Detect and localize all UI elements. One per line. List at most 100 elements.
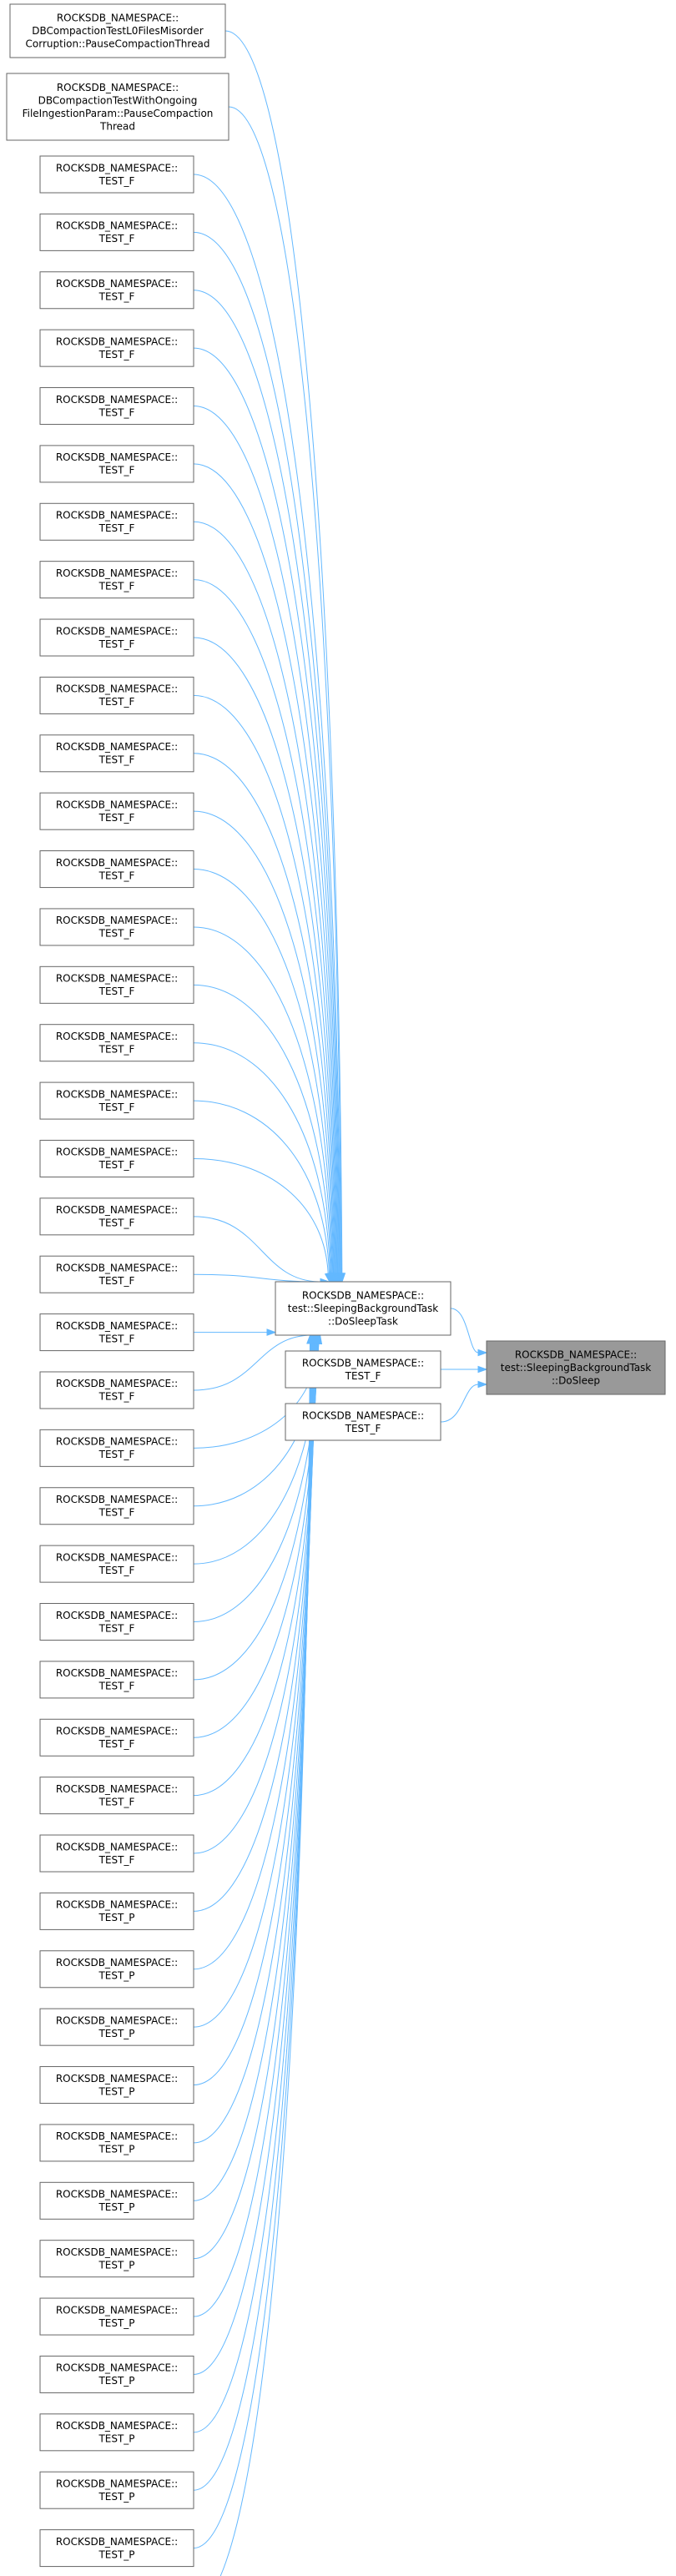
node-label-line: ROCKSDB_NAMESPACE:: <box>56 1667 178 1679</box>
function-node-l21[interactable]: ROCKSDB_NAMESPACE::TEST_F <box>39 1255 194 1293</box>
function-node-l0[interactable]: ROCKSDB_NAMESPACE::DBCompactionTestL0Fil… <box>9 3 226 58</box>
function-node-l20[interactable]: ROCKSDB_NAMESPACE::TEST_F <box>39 1197 194 1236</box>
function-node-l26[interactable]: ROCKSDB_NAMESPACE::TEST_F <box>39 1545 194 1583</box>
function-node-l24[interactable]: ROCKSDB_NAMESPACE::TEST_F <box>39 1429 194 1467</box>
node-box <box>285 1350 441 1389</box>
function-node-l15[interactable]: ROCKSDB_NAMESPACE::TEST_F <box>39 908 194 946</box>
node-label-line: ROCKSDB_NAMESPACE:: <box>56 625 178 637</box>
node-label-line: ROCKSDB_NAMESPACE:: <box>56 1841 178 1853</box>
edge-path <box>193 810 334 1274</box>
function-node-l9[interactable]: ROCKSDB_NAMESPACE::TEST_F <box>39 561 194 599</box>
function-node-l16[interactable]: ROCKSDB_NAMESPACE::TEST_F <box>39 965 194 1004</box>
function-node-l5[interactable]: ROCKSDB_NAMESPACE::TEST_F <box>39 329 194 367</box>
function-node-l11[interactable]: ROCKSDB_NAMESPACE::TEST_F <box>39 676 194 714</box>
function-node-l34[interactable]: ROCKSDB_NAMESPACE::TEST_P <box>39 2008 194 2046</box>
node-box <box>39 1429 194 1467</box>
function-node-l4[interactable]: ROCKSDB_NAMESPACE::TEST_F <box>39 271 194 310</box>
function-node-l39[interactable]: ROCKSDB_NAMESPACE::TEST_P <box>39 2297 194 2336</box>
edge-l3-to-dosleeptask <box>193 231 344 1283</box>
function-node-dosleeptask[interactable]: ROCKSDB_NAMESPACE::test::SleepingBackgro… <box>275 1281 452 1336</box>
node-box <box>39 1081 194 1120</box>
node-label-line: TEST_F <box>98 522 135 534</box>
node-box <box>39 676 194 714</box>
node-label-line: TEST_F <box>345 1423 381 1434</box>
node-label-line: ROCKSDB_NAMESPACE:: <box>56 2304 178 2316</box>
node-label-line: ROCKSDB_NAMESPACE:: <box>56 973 178 985</box>
node-label-line: TEST_P <box>98 2491 134 2503</box>
node-label-line: ROCKSDB_NAMESPACE:: <box>56 915 178 926</box>
node-box <box>39 1718 194 1757</box>
node-box <box>39 965 194 1004</box>
focus-function-node[interactable]: ROCKSDB_NAMESPACE::test::SleepingBackgro… <box>486 1340 666 1395</box>
node-label-line: ROCKSDB_NAMESPACE:: <box>56 1088 178 1100</box>
function-node-l36[interactable]: ROCKSDB_NAMESPACE::TEST_P <box>39 2124 194 2162</box>
function-node-l6[interactable]: ROCKSDB_NAMESPACE::TEST_F <box>39 387 194 426</box>
function-node-l22[interactable]: ROCKSDB_NAMESPACE::TEST_F <box>39 1313 194 1352</box>
function-node-l41[interactable]: ROCKSDB_NAMESPACE::TEST_P <box>39 2413 194 2452</box>
function-node-l25[interactable]: ROCKSDB_NAMESPACE::TEST_F <box>39 1487 194 1525</box>
node-label-line: ROCKSDB_NAMESPACE:: <box>56 1147 178 1158</box>
function-node-l40[interactable]: ROCKSDB_NAMESPACE::TEST_P <box>39 2355 194 2393</box>
function-node-l38[interactable]: ROCKSDB_NAMESPACE::TEST_P <box>39 2240 194 2278</box>
node-box <box>39 734 194 773</box>
node-label-line: FileIngestionParam::PauseCompaction <box>23 108 214 119</box>
node-box <box>39 1834 194 1873</box>
function-node-l3[interactable]: ROCKSDB_NAMESPACE::TEST_F <box>39 213 194 251</box>
edge-path <box>193 1343 313 2317</box>
edge-path <box>219 1343 310 2576</box>
node-box <box>39 1777 194 1815</box>
function-node-l7[interactable]: ROCKSDB_NAMESPACE::TEST_F <box>39 445 194 483</box>
function-node-l23[interactable]: ROCKSDB_NAMESPACE::TEST_F <box>39 1371 194 1409</box>
node-label-line: TEST_F <box>98 1159 135 1171</box>
node-label-line: ROCKSDB_NAMESPACE:: <box>57 13 179 24</box>
function-node-l14[interactable]: ROCKSDB_NAMESPACE::TEST_F <box>39 850 194 889</box>
node-label-line: TEST_P <box>98 2259 134 2271</box>
function-node-l32[interactable]: ROCKSDB_NAMESPACE::TEST_P <box>39 1892 194 1930</box>
edge-path <box>193 1157 329 1274</box>
node-box <box>39 1661 194 1699</box>
function-node-l43[interactable]: ROCKSDB_NAMESPACE::TEST_P <box>39 2529 194 2568</box>
edge-l18-to-dosleeptask <box>193 1100 333 1283</box>
node-label-line: ROCKSDB_NAMESPACE:: <box>56 2073 178 2084</box>
edge-path <box>450 1308 479 1354</box>
node-box <box>285 1403 441 1441</box>
node-label-line: TEST_F <box>98 291 135 303</box>
node-box <box>39 271 194 310</box>
node-label-line: TEST_F <box>98 928 135 940</box>
function-node-l27[interactable]: ROCKSDB_NAMESPACE::TEST_F <box>39 1603 194 1641</box>
edge-l8-to-dosleeptask <box>193 521 341 1283</box>
function-node-testf_b[interactable]: ROCKSDB_NAMESPACE::TEST_F <box>285 1403 441 1441</box>
edge-path <box>193 174 341 1274</box>
function-node-l28[interactable]: ROCKSDB_NAMESPACE::TEST_F <box>39 1661 194 1699</box>
edge-path <box>193 1343 313 2375</box>
node-label-line: ROCKSDB_NAMESPACE:: <box>515 1349 637 1361</box>
function-node-l31[interactable]: ROCKSDB_NAMESPACE::TEST_F <box>39 1834 194 1873</box>
function-node-l1[interactable]: ROCKSDB_NAMESPACE::DBCompactionTestWithO… <box>6 73 230 141</box>
edge-l40-to-dosleeptask <box>193 1333 316 2375</box>
function-node-l30[interactable]: ROCKSDB_NAMESPACE::TEST_F <box>39 1777 194 1815</box>
function-node-testf_a[interactable]: ROCKSDB_NAMESPACE::TEST_F <box>285 1350 441 1389</box>
function-node-l19[interactable]: ROCKSDB_NAMESPACE::TEST_F <box>39 1139 194 1177</box>
function-node-l33[interactable]: ROCKSDB_NAMESPACE::TEST_P <box>39 1950 194 1989</box>
node-box <box>39 1603 194 1641</box>
edge-arrowhead <box>477 1348 488 1357</box>
function-node-l42[interactable]: ROCKSDB_NAMESPACE::TEST_P <box>39 2471 194 2509</box>
function-node-l13[interactable]: ROCKSDB_NAMESPACE::TEST_F <box>39 792 194 830</box>
edge-path <box>193 1343 319 1681</box>
edge-l44-to-dosleeptask <box>219 1333 314 2576</box>
function-node-l12[interactable]: ROCKSDB_NAMESPACE::TEST_F <box>39 734 194 773</box>
function-node-l35[interactable]: ROCKSDB_NAMESPACE::TEST_P <box>39 2066 194 2105</box>
node-box <box>39 1255 194 1293</box>
node-box <box>39 2066 194 2105</box>
function-node-l29[interactable]: ROCKSDB_NAMESPACE::TEST_F <box>39 1718 194 1757</box>
edge-l41-to-dosleeptask <box>193 1333 315 2433</box>
node-label-line: ROCKSDB_NAMESPACE:: <box>302 1409 424 1421</box>
function-node-l18[interactable]: ROCKSDB_NAMESPACE::TEST_F <box>39 1081 194 1120</box>
function-node-l37[interactable]: ROCKSDB_NAMESPACE::TEST_P <box>39 2181 194 2220</box>
function-node-l17[interactable]: ROCKSDB_NAMESPACE::TEST_F <box>39 1024 194 1062</box>
function-node-l2[interactable]: ROCKSDB_NAMESPACE::TEST_F <box>39 155 194 194</box>
function-node-l10[interactable]: ROCKSDB_NAMESPACE::TEST_F <box>39 618 194 657</box>
edge-arrowhead <box>266 1328 277 1336</box>
node-label-line: TEST_F <box>98 1622 135 1634</box>
function-node-l8[interactable]: ROCKSDB_NAMESPACE::TEST_F <box>39 502 194 541</box>
